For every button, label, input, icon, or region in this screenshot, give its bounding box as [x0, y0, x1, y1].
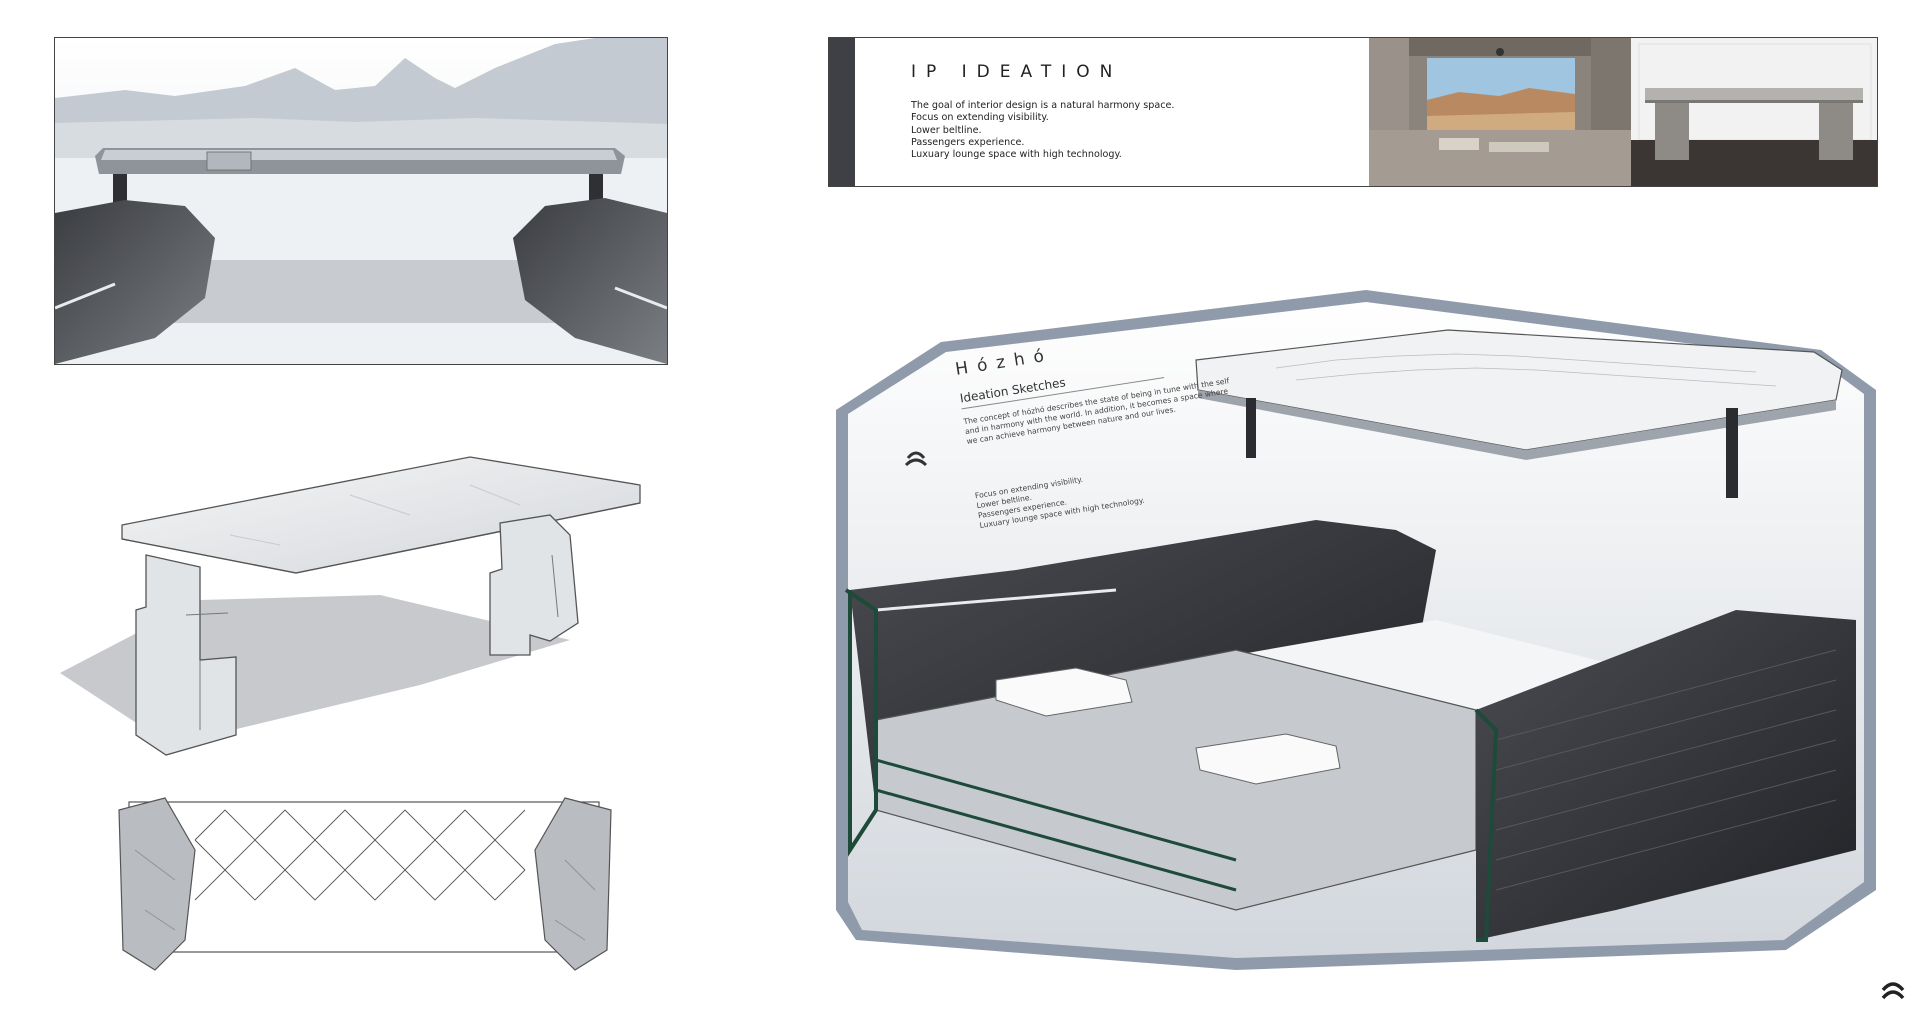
ip-line: Luxuary lounge space with high technolog… — [911, 149, 1122, 161]
section-edge-left — [844, 588, 878, 857]
reference-photo-desert-room — [1369, 38, 1631, 186]
small-logo-icon — [1880, 978, 1906, 1000]
main-interior-sketch: Hózhó Ideation Sketches The concept of h… — [836, 290, 1876, 970]
reference-photo-stone-bench — [1631, 38, 1877, 186]
ip-line: Passengers experience. — [911, 136, 1025, 148]
top-view-lattice — [194, 809, 526, 901]
panel-dark-stripe — [829, 38, 855, 186]
ip-line: Focus on extending visibility. — [911, 112, 1049, 124]
logo-icon — [904, 451, 928, 467]
ip-ideation-panel: IP IDEATION The goal of interior design … — [828, 37, 1878, 187]
right-seat — [513, 198, 667, 364]
sketch-panel-mountain-table — [54, 37, 668, 365]
bench-leg-right — [489, 514, 579, 656]
sketch-top-view — [115, 790, 615, 975]
cushion-right — [1195, 733, 1341, 785]
ip-description: The goal of interior design is a natural… — [911, 100, 1174, 161]
top-view-block-right — [534, 797, 612, 971]
seat-right — [1476, 610, 1856, 940]
ip-title: IP IDEATION — [911, 62, 1123, 82]
left-seat — [55, 200, 215, 364]
bench-leg-left — [135, 554, 237, 756]
ip-line: Lower beltline. — [911, 124, 982, 136]
sketch-marble-bench — [50, 445, 650, 765]
top-view-block-left — [118, 797, 196, 971]
top-view-outline — [128, 801, 600, 953]
ip-line: The goal of interior design is a natural… — [911, 100, 1175, 111]
section-edge-right — [1474, 708, 1499, 942]
cushion-left — [995, 667, 1133, 717]
mountain-table-drawing — [55, 38, 667, 364]
table-display — [206, 151, 252, 171]
